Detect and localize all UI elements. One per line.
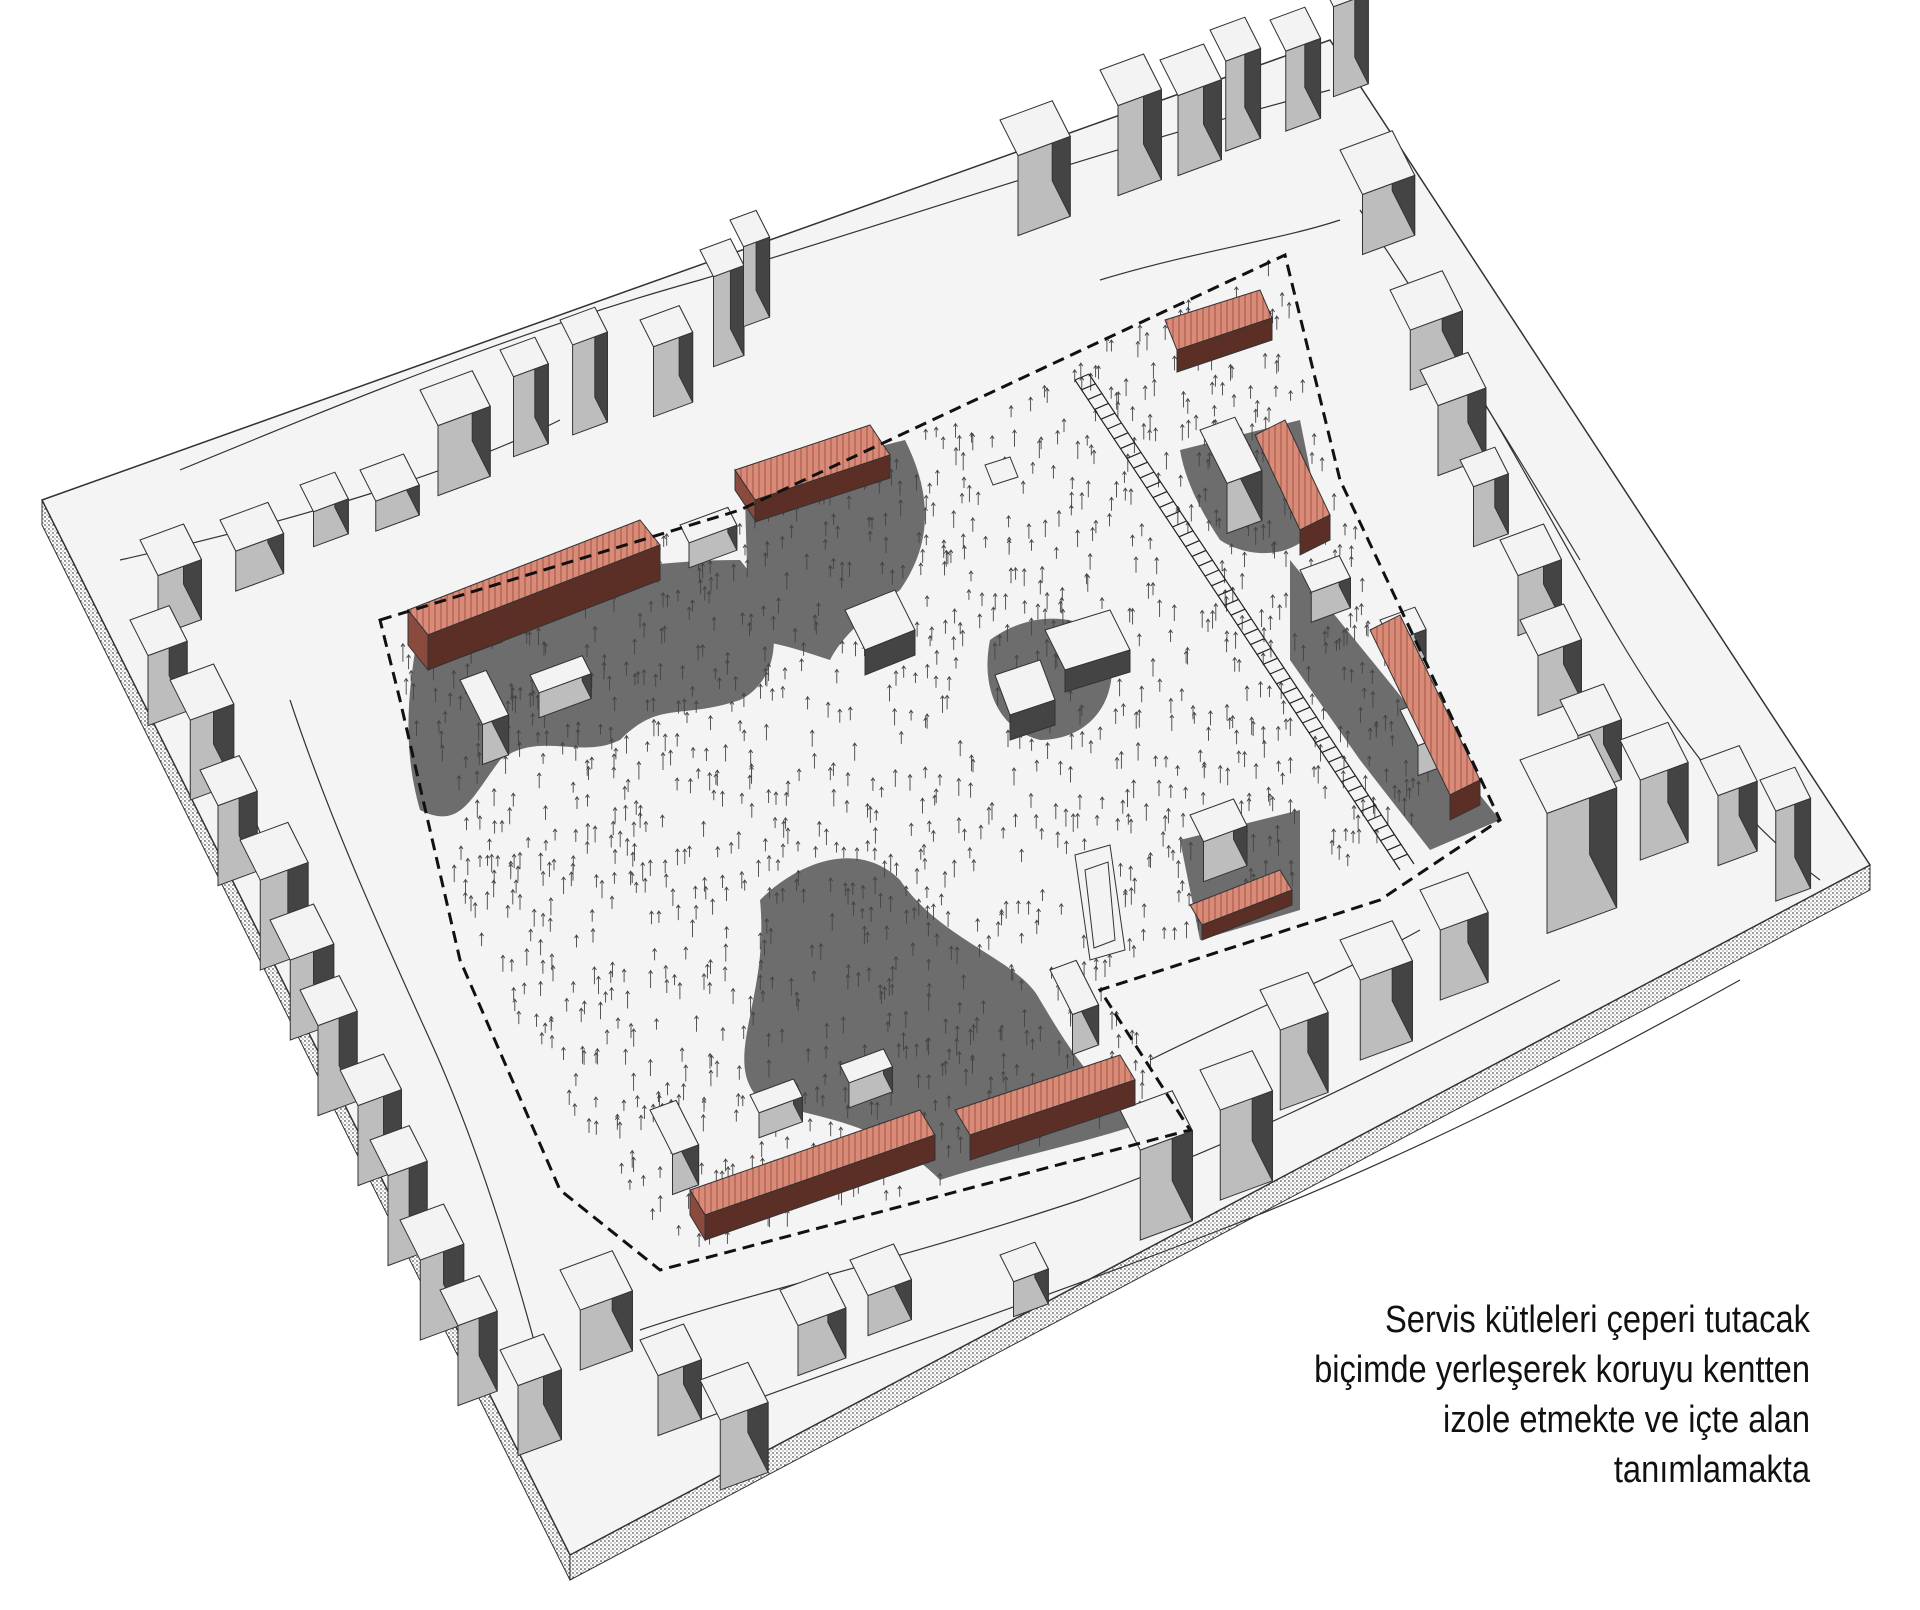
- caption-line-1: Servis kütleleri çeperi tutacak: [1384, 1299, 1810, 1341]
- caption: Servis kütleleri çeperi tutacak biçimde …: [1156, 1295, 1810, 1496]
- site-boundary: [378, 252, 1502, 1272]
- service-masses: [407, 289, 1481, 1242]
- pedestrian-path: [1074, 373, 1415, 871]
- tree-field: [400, 259, 1457, 1247]
- caption-line-2: biçimde yerleşerek koruyu kentten: [1314, 1349, 1810, 1392]
- caption-line-4: tanımlamakta: [1613, 1449, 1810, 1492]
- caption-line-3: izole etmekte ve içte alan: [1443, 1399, 1810, 1442]
- central-pavilions: [844, 456, 1131, 961]
